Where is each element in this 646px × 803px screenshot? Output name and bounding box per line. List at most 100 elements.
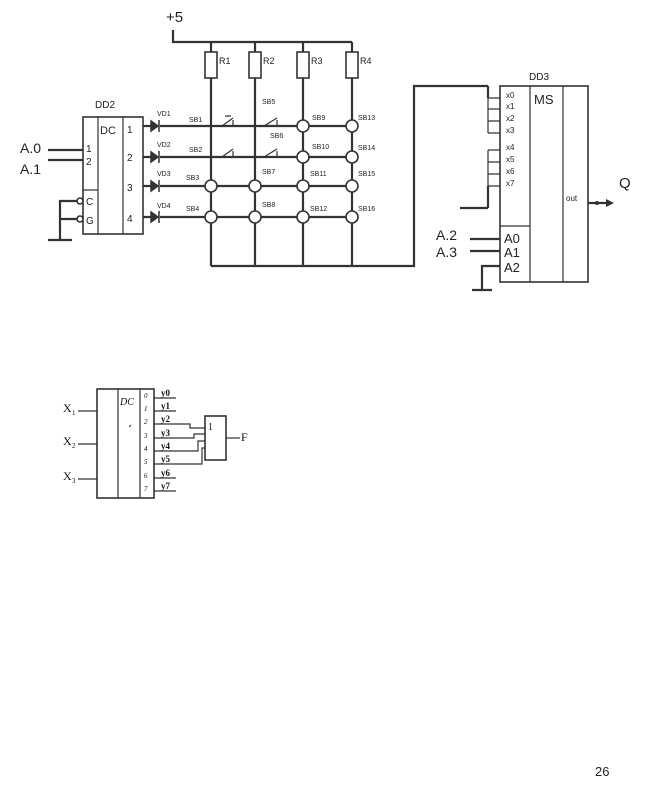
r1-body	[204, 51, 218, 79]
switch-node-sb12	[296, 210, 310, 224]
vd4-label: VD4	[157, 203, 171, 210]
or-input-routing	[176, 423, 205, 465]
output-junction	[595, 201, 599, 205]
dd2-addr-inputs	[48, 148, 83, 162]
a2-label: A.2	[436, 227, 457, 243]
sb4-label: SB4	[186, 206, 199, 213]
resistor-bank: R1 R2 R3 R4	[204, 42, 372, 266]
dd2-decoder: DD2 DC 1 2 C G 1 2 3 4 A.0 A.1	[20, 100, 144, 242]
switch-nodes	[204, 119, 359, 224]
dd3-x6-label: x6	[506, 167, 515, 176]
dd3-x7-label: x7	[506, 179, 515, 188]
y5-label: y5	[161, 454, 171, 464]
page-number: 26	[595, 764, 609, 779]
switch-labels: SB1 SB5 SB9 SB13 SB2 SB6 SB10 SB14 SB3 S…	[186, 99, 375, 213]
dd2-title: DD2	[95, 100, 115, 111]
supply-label: +5	[166, 9, 183, 26]
r3-body	[296, 51, 310, 79]
sb6-label: SB6	[270, 133, 283, 140]
switch-node-sb4	[204, 210, 218, 224]
sb10-label: SB10	[312, 144, 329, 151]
sb6-contact	[255, 148, 278, 158]
dd2-c-inversion	[76, 197, 84, 205]
pin-3-label: 3	[143, 432, 148, 440]
output-f-label: F	[241, 430, 248, 444]
sb3-label: SB3	[186, 175, 199, 182]
dd3-x5-label: x5	[506, 155, 515, 164]
decoder-or-schematic: DC X 1 X 2 X 3 0 1 2 3 4 5 6 7 y0 y1 y2 …	[63, 388, 248, 499]
sb14-label: SB14	[358, 145, 375, 152]
dd3-x2-label: x2	[506, 114, 515, 123]
switch-node-sb15	[345, 179, 359, 193]
a0-label: A.0	[20, 140, 41, 156]
dc-output-leads	[154, 397, 176, 492]
dc-func-label: DC	[119, 397, 134, 408]
sb11-label: SB11	[310, 171, 327, 178]
switch-node-sb3	[204, 179, 218, 193]
dd3-out-label: out	[566, 194, 578, 203]
or-gate-label: 1	[208, 422, 213, 433]
switch-node-sb16	[345, 210, 359, 224]
dd2-g-label: G	[86, 216, 94, 227]
y2-label: y2	[161, 414, 171, 424]
dd2-out2-label: 2	[127, 153, 133, 164]
dd2-func-label: DC	[100, 125, 116, 137]
vd1-diode	[150, 119, 160, 133]
dd3-multiplexer: DD3 MS out x0 x1 x2 x3 x4 x5 x6 x7 A0 A1…	[436, 72, 631, 292]
dd3-a0-pin: A0	[504, 231, 520, 246]
dc-mark	[128, 424, 132, 428]
vd3-diode	[150, 179, 160, 193]
sb15-label: SB15	[358, 171, 375, 178]
switch-node-sb14	[345, 150, 359, 164]
r4-body	[345, 51, 359, 79]
y1-label: y1	[161, 401, 171, 411]
vd3-label: VD3	[157, 171, 171, 178]
sb7-label: SB7	[262, 169, 275, 176]
y0-label: y0	[161, 388, 171, 398]
dd3-x1-label: x1	[506, 102, 515, 111]
dd3-inputs-ground	[460, 186, 490, 210]
pin-6-label: 6	[144, 472, 148, 480]
dd2-body	[82, 116, 144, 235]
dc-body	[96, 388, 155, 499]
sb1-label: SB1	[189, 117, 202, 124]
r1-label: R1	[219, 56, 231, 66]
vd1-label: VD1	[157, 111, 171, 118]
switch-node-sb7	[248, 179, 262, 193]
x2-subscript: 2	[72, 442, 76, 450]
y6-label: y6	[161, 468, 171, 478]
vd2-label: VD2	[157, 142, 171, 149]
dd3-x3-label: x3	[506, 126, 515, 135]
sb12-label: SB12	[310, 206, 327, 213]
column-wires	[209, 126, 257, 266]
r2-body	[248, 51, 262, 79]
x2-label: X	[63, 434, 72, 448]
dd2-in2-label: 2	[86, 157, 92, 168]
dd2-ctrl-ground	[48, 199, 77, 242]
pin-1-label: 1	[144, 405, 148, 413]
y7-label: y7	[161, 481, 171, 491]
sb5-contact	[255, 117, 278, 127]
dd3-a1-pin: A1	[504, 245, 520, 260]
x1-subscript: 1	[72, 409, 76, 417]
output-q-label: Q	[619, 175, 631, 192]
switch-node-sb11	[296, 179, 310, 193]
dc-input-leads	[78, 410, 97, 480]
sb5-label: SB5	[262, 99, 275, 106]
pin-7-label: 7	[144, 485, 148, 493]
sb16-label: SB16	[358, 206, 375, 213]
vd2-diode	[150, 150, 160, 164]
dd2-out4-label: 4	[127, 214, 133, 225]
pin-4-label: 4	[144, 445, 148, 453]
dd3-x0-x3-leads	[487, 97, 500, 134]
dd2-g-inversion	[76, 215, 84, 223]
switch-node-sb8	[248, 210, 262, 224]
r3-label: R3	[311, 56, 323, 66]
dd2-in1-label: 1	[86, 144, 92, 155]
x3-label: X	[63, 469, 72, 483]
y3-label: y3	[161, 428, 171, 438]
x3-subscript: 3	[72, 477, 76, 485]
dd2-out1-label: 1	[127, 125, 133, 136]
dd3-title: DD3	[529, 72, 549, 83]
